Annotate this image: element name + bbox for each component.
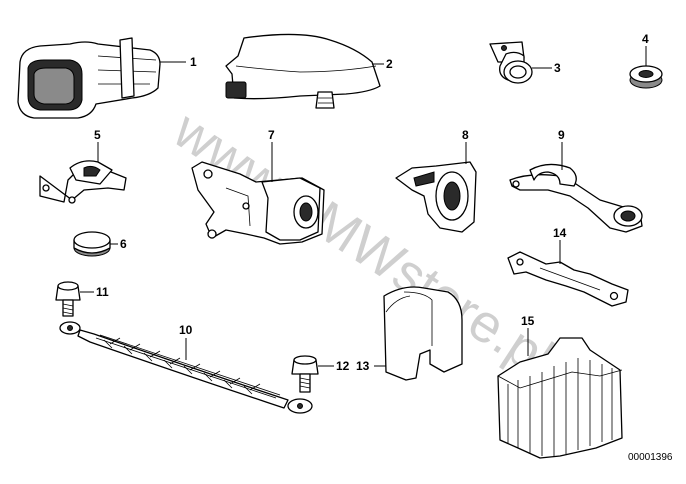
- part-14-support: [507, 251, 629, 307]
- callout-11: 11: [96, 285, 109, 299]
- callout-12: 12: [336, 359, 350, 373]
- part-13-shell: [383, 286, 463, 381]
- part-2-cover: [225, 33, 381, 109]
- callout-5: 5: [94, 128, 101, 142]
- callout-7: 7: [268, 128, 275, 142]
- callout-4: 4: [642, 32, 649, 46]
- part-3-ring-bracket: [489, 41, 533, 84]
- part-11-bolt: [55, 281, 81, 317]
- document-number: 00001396: [628, 452, 673, 463]
- callout-9: 9: [558, 128, 565, 142]
- callout-2: 2: [386, 57, 393, 71]
- callout-6: 6: [120, 237, 127, 251]
- part-1-boot: [17, 37, 161, 119]
- callout-8: 8: [462, 128, 469, 142]
- part-9-clamp: [509, 163, 643, 233]
- callout-3: 3: [554, 61, 561, 75]
- part-15-ribbed-insert: [497, 337, 623, 459]
- part-4-grommet: [629, 65, 663, 89]
- part-10-ground-strap: [59, 321, 313, 414]
- part-8-cup-holder: [395, 161, 477, 233]
- callout-10: 10: [179, 323, 193, 337]
- callout-15: 15: [521, 314, 535, 328]
- part-12-bolt: [291, 355, 319, 393]
- part-7-bracket: [191, 161, 325, 245]
- watermark-text: www.BMWstore.pl: [163, 99, 564, 388]
- part-5-holder: [39, 160, 127, 204]
- callout-1: 1: [190, 55, 197, 69]
- callout-14: 14: [553, 226, 567, 240]
- callout-13: 13: [356, 359, 370, 373]
- part-6-plug: [73, 231, 111, 257]
